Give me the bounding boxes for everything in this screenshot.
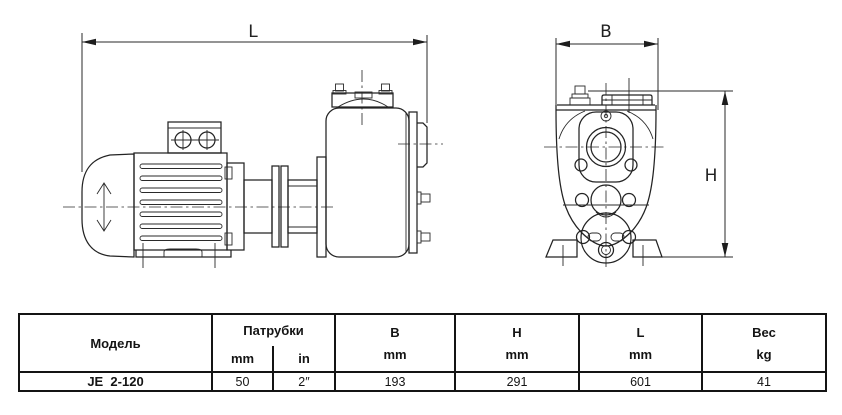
b-header-label: B <box>390 324 400 340</box>
weight-value: 41 <box>703 371 825 390</box>
h-header-unit: mm <box>505 346 529 362</box>
shaft-assembly <box>224 156 327 258</box>
weight-column-header: Вес kg <box>703 315 825 371</box>
l-header-label: L <box>636 324 645 340</box>
ports-in-value: 2″ <box>274 371 336 390</box>
weight-header-label: Вес <box>752 324 776 340</box>
dimension-L: L <box>81 22 428 172</box>
side-view-drawing: L <box>63 22 443 268</box>
l-header-unit: mm <box>628 346 653 362</box>
model-value: JE 2-120 <box>20 371 213 390</box>
airflow-arrow-icon <box>96 182 112 232</box>
pump-feet-front <box>545 239 663 266</box>
h-column-header: H mm <box>456 315 580 371</box>
bottom-flange-front <box>575 212 637 264</box>
motor-body <box>133 152 228 251</box>
spec-table-header: Модель Патрубки mm in B mm H mm L mm Вес… <box>20 315 825 371</box>
spec-table: Модель Патрубки mm in B mm H mm L mm Вес… <box>18 313 827 392</box>
suction-flange-front <box>574 110 638 183</box>
motor-feet <box>135 243 232 268</box>
h-value: 291 <box>456 371 580 390</box>
middle-flange-front <box>563 184 649 218</box>
b-value: 193 <box>336 371 456 390</box>
top-flange-front <box>601 94 653 105</box>
discharge-flange <box>331 83 394 108</box>
weight-header-unit: kg <box>756 346 772 362</box>
dimension-label-l: L <box>248 22 258 42</box>
b-header-unit: mm <box>383 346 407 362</box>
dimension-label-b: B <box>600 22 612 42</box>
ports-header-label: Патрубки <box>243 323 304 338</box>
technical-drawing: L <box>63 22 733 268</box>
casing-bolts <box>416 191 431 244</box>
suction-flange-side <box>417 122 428 168</box>
ports-in-subheader: in <box>298 351 310 366</box>
l-value: 601 <box>580 371 703 390</box>
l-column-header: L mm <box>580 315 703 371</box>
top-bolt <box>569 85 591 106</box>
ports-column-header: Патрубки mm in <box>213 315 336 371</box>
b-column-header: B mm <box>336 315 456 371</box>
ports-mm-value: 50 <box>213 371 274 390</box>
dimension-H: H <box>588 90 733 258</box>
ports-subheader: mm in <box>213 346 334 371</box>
h-header-label: H <box>512 324 522 340</box>
motor-terminal-box <box>167 121 222 154</box>
motor-fan-cover <box>81 153 135 258</box>
pump-drawing-svg: L <box>63 22 733 268</box>
table-row: JE 2-120 50 2″ 193 291 601 41 <box>20 371 825 390</box>
pump-body-front <box>545 85 663 266</box>
ports-mm-subheader: mm <box>213 346 274 371</box>
model-column-header: Модель <box>20 315 213 371</box>
pump-casing-side <box>325 83 431 258</box>
dimension-B: B <box>555 22 659 122</box>
front-view-drawing: B H <box>544 22 733 268</box>
dimension-label-h: H <box>705 166 718 186</box>
